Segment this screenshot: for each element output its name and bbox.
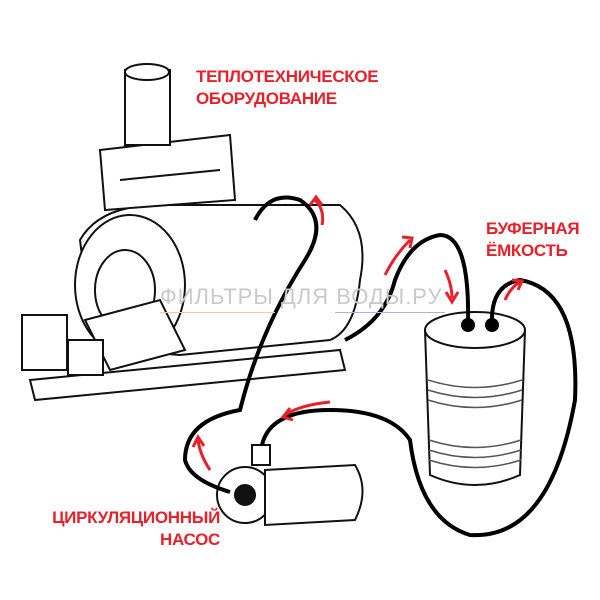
watermark-underline xyxy=(160,312,275,313)
boiler xyxy=(21,63,364,402)
label-line: НАСОС xyxy=(160,530,220,549)
label-line: БУФЕРНАЯ xyxy=(486,219,580,238)
arrow-icon xyxy=(444,291,460,305)
label-line: ТЕПЛОТЕХНИЧЕСКОЕ xyxy=(196,67,379,86)
label-line: ЦИРКУЛЯЦИОННЫЙ xyxy=(52,508,220,527)
heat-exchanger-top xyxy=(98,133,237,212)
watermark-underline xyxy=(335,312,445,313)
boiler-base xyxy=(28,348,347,402)
pipes xyxy=(182,195,578,538)
flow-arrows xyxy=(191,194,525,471)
label-heating-equipment: ТЕПЛОТЕХНИЧЕСКОЕ ОБОРУДОВАНИЕ xyxy=(196,66,379,110)
label-circulation-pump: ЦИРКУЛЯЦИОННЫЙ НАСОС xyxy=(22,507,220,551)
pipe-tank-to-pump xyxy=(260,277,578,538)
arrow-icon xyxy=(280,407,294,422)
label-line: ОБОРУДОВАНИЕ xyxy=(196,89,337,108)
control-panel xyxy=(21,314,68,371)
pump xyxy=(216,444,364,527)
arrow-icon xyxy=(511,278,525,291)
label-buffer-tank: БУФЕРНАЯ ЁМКОСТЬ xyxy=(486,218,580,262)
arrow-icon xyxy=(191,434,206,448)
pump-outlet xyxy=(251,444,271,466)
watermark: ФИЛЬТРЫ ДЛЯ ВОДЫ.РУ xyxy=(160,284,443,309)
arrow-icon xyxy=(401,235,414,249)
stack xyxy=(124,69,171,146)
pump-motor xyxy=(264,463,364,527)
label-line: ЁМКОСТЬ xyxy=(486,241,568,260)
control-box xyxy=(67,339,104,376)
arrow-icon xyxy=(308,194,324,206)
buffer-tank xyxy=(423,311,527,486)
pipe-boiler-to-pump xyxy=(182,195,319,494)
tank-top xyxy=(424,311,526,349)
pipe-boiler-to-tank xyxy=(344,232,471,342)
